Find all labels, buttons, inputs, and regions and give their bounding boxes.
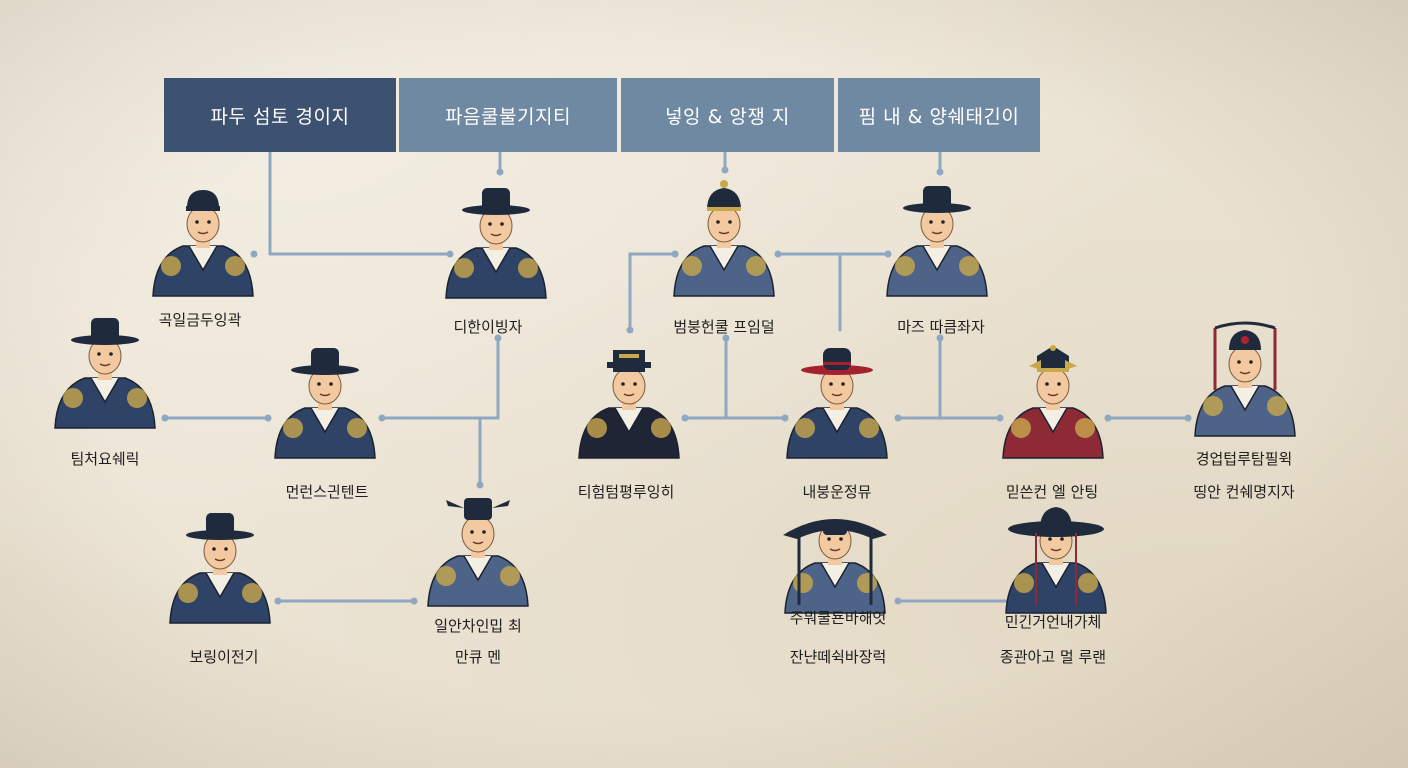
connector-dot	[894, 597, 902, 605]
figure-portrait	[673, 180, 775, 297]
connector-dot	[476, 481, 484, 489]
figure-label: 내붕운정뮤	[802, 483, 872, 501]
figure-sublabel: 띵안 컨쉐명지자	[1193, 483, 1295, 501]
figure-portrait	[169, 513, 271, 624]
figure-portrait	[427, 498, 529, 607]
figure-portrait	[1002, 345, 1104, 459]
figure-portrait	[1005, 507, 1107, 614]
figure-portrait	[578, 350, 680, 459]
header-label: 파음쿨불기지티	[445, 105, 571, 128]
figure-label: 마즈 따큼좌자	[897, 318, 985, 336]
connector-dot	[894, 414, 902, 422]
connector-dot	[274, 597, 282, 605]
connector-dot	[936, 168, 944, 176]
figure-sublabel: 잔냔떼쉭바장럭	[789, 648, 887, 666]
figure-portrait	[274, 348, 376, 459]
connector-dot	[671, 250, 679, 258]
connector-dot	[936, 334, 944, 342]
figure-label: 팀처요쉐릭	[70, 450, 140, 468]
header-box-3: 넣잉 & 앙쟁 지	[621, 78, 834, 152]
figure-label: 범붕헌쿨 프임덜	[673, 318, 775, 336]
figure-label: 먼런스긘텐트	[285, 483, 369, 501]
connector-dot	[264, 414, 272, 422]
connector-line	[268, 150, 452, 256]
figure-label: 주뭐쿨됸바해엇	[789, 609, 887, 627]
connector-dot	[626, 326, 634, 334]
connector-dot	[722, 334, 730, 342]
header-label: 핌 내 & 양쉐태긴이	[858, 105, 1020, 128]
header-label: 넣잉 & 앙쟁 지	[665, 105, 790, 128]
figure-label: 민긴거언내가체	[1004, 613, 1102, 631]
connector-dot	[1104, 414, 1112, 422]
figure-portrait	[54, 318, 156, 429]
connector-dot	[681, 414, 689, 422]
connector-dot	[496, 168, 504, 176]
header-box-2: 파음쿨불기지티	[399, 78, 617, 152]
connector-dot	[494, 334, 502, 342]
figure-label: 디한이빙자	[453, 318, 523, 336]
connector-dot	[446, 250, 454, 258]
header-label: 파두 섬토 경이지	[210, 105, 350, 128]
connector-line	[628, 252, 677, 332]
figure-label: 곡일금두잉곽	[158, 311, 242, 329]
connector-dot	[161, 414, 169, 422]
figure-portrait	[783, 519, 887, 614]
connector-dot	[410, 597, 418, 605]
header-box-4: 핌 내 & 양쉐태긴이	[838, 78, 1040, 152]
figure-portrait	[786, 348, 888, 459]
figure-portrait	[445, 188, 547, 299]
figure-label: 보링이전기	[189, 648, 259, 666]
figure-sublabel: 만큐 멘	[454, 648, 502, 666]
connector-dot	[250, 250, 258, 258]
connector-dot	[884, 250, 892, 258]
figure-portrait	[1194, 321, 1296, 437]
connector-line	[380, 336, 500, 420]
header-box-1: 파두 섬토 경이지	[164, 78, 396, 152]
connector-dot	[378, 414, 386, 422]
figure-label: 경업텁루탐필윅	[1195, 450, 1293, 468]
connector-dot	[781, 414, 789, 422]
figure-portrait	[886, 186, 988, 297]
connector-dot	[1184, 414, 1192, 422]
connector-dot	[774, 250, 782, 258]
connector-dot	[721, 166, 729, 174]
figure-label: 티험텀평루잉히	[577, 483, 675, 501]
figure-label: 일안차인밉 최	[434, 617, 522, 635]
figure-portrait	[152, 190, 254, 297]
figure-label: 믿쓴컨 엘 안팅	[1005, 483, 1099, 501]
connector-dot	[996, 414, 1004, 422]
figure-sublabel: 종관아고 멀 루랜	[999, 648, 1107, 666]
